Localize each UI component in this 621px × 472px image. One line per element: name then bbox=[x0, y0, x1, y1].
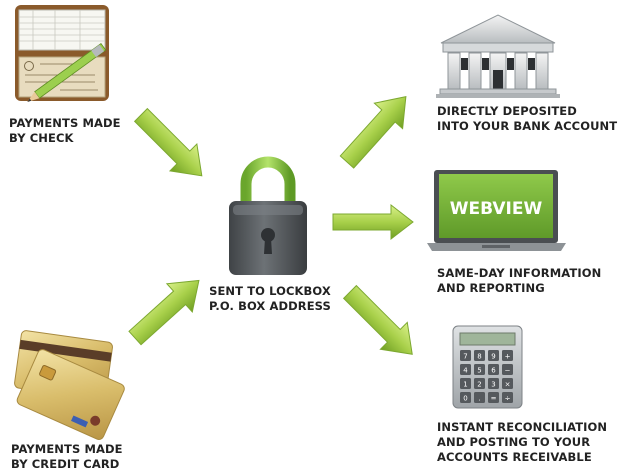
calculator-key-label: 0 bbox=[463, 395, 467, 403]
calculator-key bbox=[488, 364, 499, 375]
arrow-lockbox-to-webview bbox=[332, 203, 414, 241]
label-line: P.O. BOX ADDRESS bbox=[209, 299, 331, 313]
label-webview-reporting: SAME-DAY INFORMATION AND REPORTING bbox=[437, 266, 601, 296]
webview-screen-text: WEBVIEW bbox=[450, 199, 543, 219]
calculator-key bbox=[502, 392, 513, 403]
laptop-icon: WEBVIEW bbox=[427, 170, 566, 251]
label-line: INSTANT RECONCILIATION bbox=[437, 420, 608, 434]
calculator-key-label: = bbox=[491, 395, 497, 403]
calculator-key bbox=[488, 378, 499, 389]
calculator-key-label: ÷ bbox=[505, 395, 511, 403]
calculator-key-label: 6 bbox=[491, 367, 496, 375]
calculator-key bbox=[460, 364, 471, 375]
label-line: PAYMENTS MADE bbox=[11, 442, 123, 456]
credit-cards-icon bbox=[14, 330, 125, 440]
calculator-icon: 7 8 9 +4 5 6 − 1 2 3 × 0. = ÷ bbox=[452, 325, 523, 409]
calculator-key bbox=[460, 392, 471, 403]
calculator-key-label: − bbox=[505, 367, 511, 375]
calculator-key bbox=[460, 350, 471, 361]
label-line: ACCOUNTS RECEIVABLE bbox=[437, 450, 592, 464]
label-line: DIRECTLY DEPOSITED bbox=[437, 104, 577, 118]
label-line: SAME-DAY INFORMATION bbox=[437, 266, 602, 280]
label-line: BY CREDIT CARD bbox=[11, 457, 120, 471]
calculator-key-label: + bbox=[505, 353, 511, 361]
label-bank-deposit: DIRECTLY DEPOSITED INTO YOUR BANK ACCOUN… bbox=[437, 104, 617, 134]
calculator-key bbox=[502, 350, 513, 361]
calculator-key bbox=[474, 378, 485, 389]
calculator-key-label: 1 bbox=[463, 381, 467, 389]
calculator-key-label: 9 bbox=[491, 353, 495, 361]
checkbook-icon bbox=[15, 5, 109, 103]
label-line: BY CHECK bbox=[9, 131, 74, 145]
calculator-key bbox=[460, 378, 471, 389]
arrow-lockbox-to-reconciliation bbox=[342, 284, 413, 355]
label-lockbox: SENT TO LOCKBOX P.O. BOX ADDRESS bbox=[209, 284, 331, 314]
label-payments-by-credit-card: PAYMENTS MADE BY CREDIT CARD bbox=[11, 442, 123, 472]
label-line: PAYMENTS MADE bbox=[9, 116, 121, 130]
arrow-card-to-lockbox bbox=[128, 279, 200, 346]
label-payments-by-check: PAYMENTS MADE BY CHECK bbox=[9, 116, 121, 146]
calculator-key bbox=[474, 350, 485, 361]
calculator-key bbox=[474, 392, 485, 403]
calculator-key-label: 2 bbox=[477, 381, 481, 389]
bank-building-icon bbox=[436, 14, 560, 98]
calculator-key-label: 8 bbox=[477, 353, 481, 361]
label-line: AND POSTING TO YOUR bbox=[437, 435, 591, 449]
calculator-key-label: 3 bbox=[491, 381, 495, 389]
padlock-icon bbox=[229, 156, 307, 275]
calculator-key-label: 7 bbox=[463, 353, 467, 361]
calculator-key-label: . bbox=[478, 395, 480, 403]
label-line: INTO YOUR BANK ACCOUNT bbox=[437, 119, 618, 133]
calculator-key-label: × bbox=[505, 381, 511, 389]
calculator-key bbox=[474, 364, 485, 375]
label-line: SENT TO LOCKBOX bbox=[209, 284, 331, 298]
calculator-key bbox=[488, 350, 499, 361]
calculator-key-label: 5 bbox=[477, 367, 481, 375]
arrow-check-to-lockbox bbox=[133, 107, 203, 177]
calculator-key bbox=[502, 378, 513, 389]
calculator-key bbox=[488, 392, 499, 403]
arrow-lockbox-to-bank bbox=[339, 95, 407, 169]
label-line: AND REPORTING bbox=[437, 281, 545, 295]
calculator-key bbox=[502, 364, 513, 375]
label-reconciliation: INSTANT RECONCILIATION AND POSTING TO YO… bbox=[437, 420, 607, 465]
calculator-key-label: 4 bbox=[463, 367, 468, 375]
